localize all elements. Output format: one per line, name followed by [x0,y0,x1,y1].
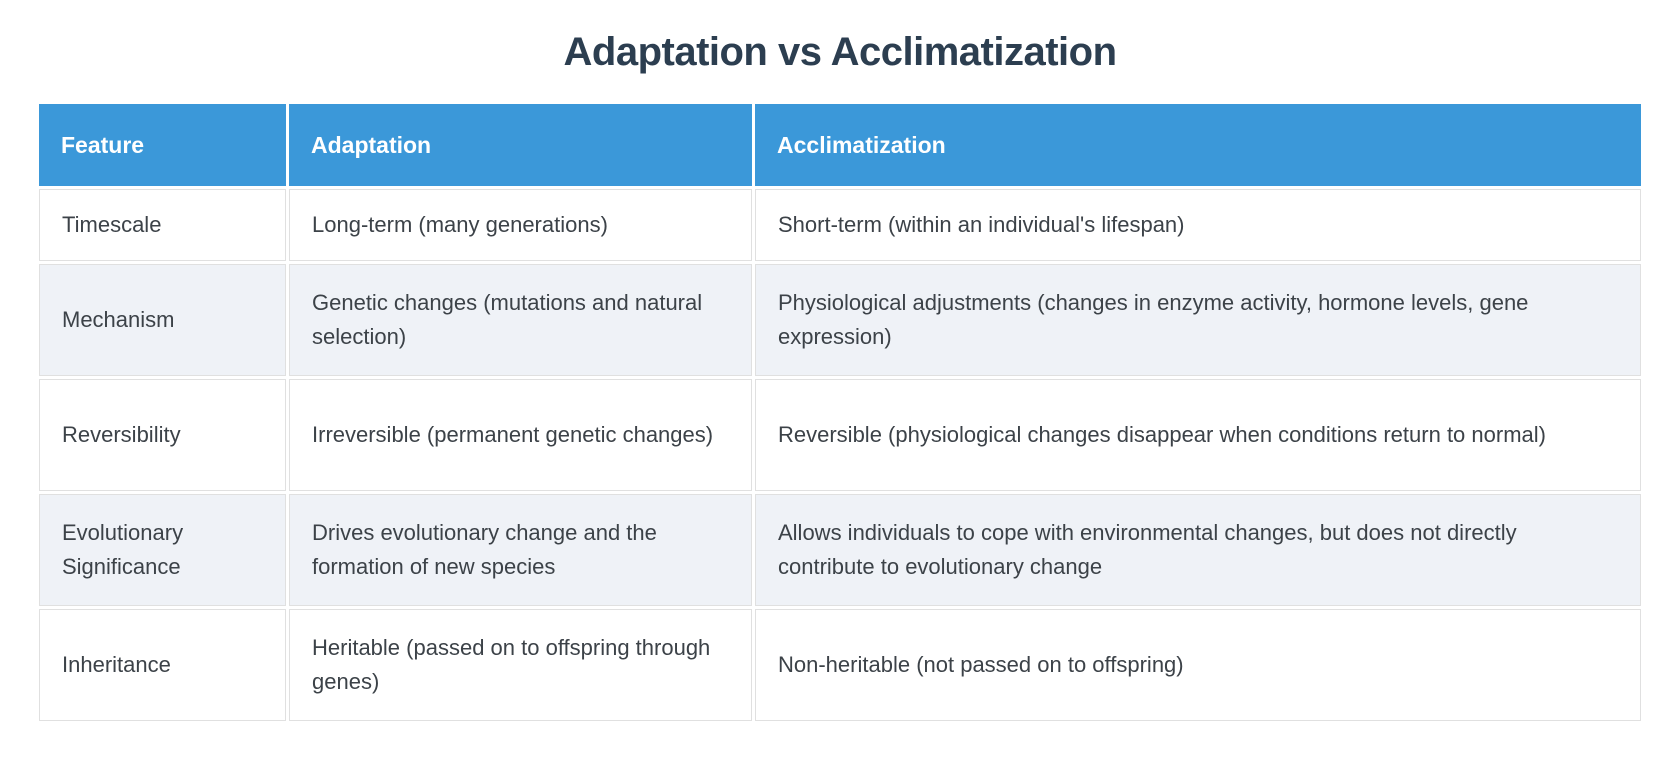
cell-feature: Evolutionary Significance [39,494,286,606]
table-row: Evolutionary Significance Drives evoluti… [39,494,1641,606]
page-title: Adaptation vs Acclimatization [563,30,1118,74]
cell-acclimatization: Reversible (physiological changes disapp… [755,379,1641,491]
cell-adaptation: Genetic changes (mutations and natural s… [289,264,752,376]
cell-feature: Mechanism [39,264,286,376]
table-row: Timescale Long-term (many generations) S… [39,189,1641,261]
cell-adaptation: Long-term (many generations) [289,189,752,261]
header-cell-feature: Feature [39,104,286,186]
cell-adaptation: Drives evolutionary change and the forma… [289,494,752,606]
cell-acclimatization: Short-term (within an individual's lifes… [755,189,1641,261]
table-row: Mechanism Genetic changes (mutations and… [39,264,1641,376]
header-cell-adaptation: Adaptation [289,104,752,186]
cell-feature: Inheritance [39,609,286,721]
cell-adaptation: Heritable (passed on to offspring throug… [289,609,752,721]
cell-acclimatization: Non-heritable (not passed on to offsprin… [755,609,1641,721]
table-row: Inheritance Heritable (passed on to offs… [39,609,1641,721]
comparison-table: Feature Adaptation Acclimatization Times… [36,101,1644,724]
cell-feature: Timescale [39,189,286,261]
cell-feature: Reversibility [39,379,286,491]
cell-acclimatization: Physiological adjustments (changes in en… [755,264,1641,376]
header-cell-acclimatization: Acclimatization [755,104,1641,186]
cell-adaptation: Irreversible (permanent genetic changes) [289,379,752,491]
header-row: Feature Adaptation Acclimatization [39,104,1641,186]
cell-acclimatization: Allows individuals to cope with environm… [755,494,1641,606]
table-row: Reversibility Irreversible (permanent ge… [39,379,1641,491]
